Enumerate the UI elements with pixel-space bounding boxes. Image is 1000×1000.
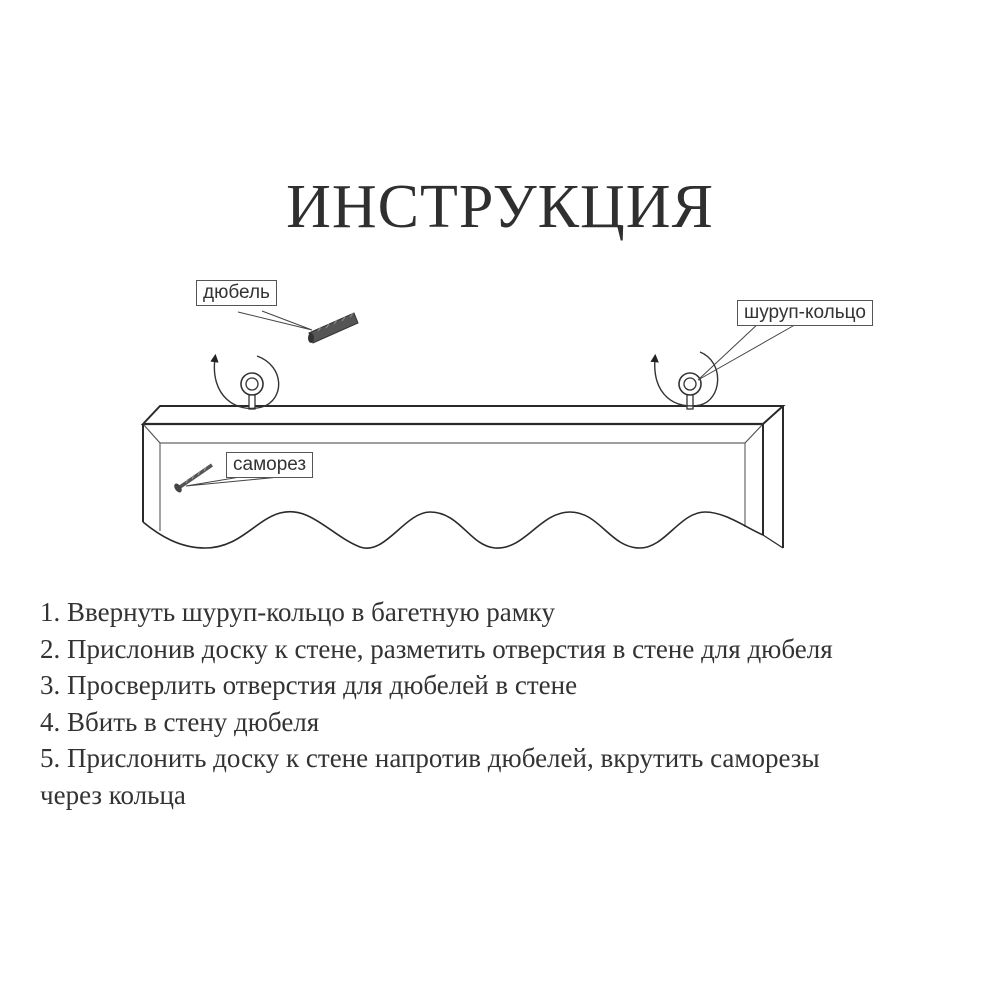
eye-screw-icon [240,372,264,410]
valance-board [140,405,786,549]
instruction-steps: 1. Ввернуть шуруп-кольцо в багетную рамк… [40,594,990,813]
step-5-continued: через кольца [40,779,186,810]
dowel-label: дюбель [196,280,277,306]
step-3: 3. Просверлить отверстия для дюбелей в с… [40,670,578,700]
dowel-icon [308,312,359,344]
step-4: 4. Вбить в стену дюбеля [40,706,320,737]
wood-screw-label: саморез [226,452,314,478]
eye-screw-icon [678,372,702,410]
eye-screw-label: шуруп-кольцо [737,300,873,326]
rotation-arrow-icon [210,353,280,410]
step-2: 2. Прислонив доску к стене, разметить от… [40,633,833,664]
step-5: 5. Прислонить доску к стене напротив дюб… [40,743,820,773]
wood-screw-icon [174,463,213,493]
step-1: 1. Ввернуть шуруп-кольцо в багетную рамк… [40,597,556,627]
page-title: ИНСТРУКЦИЯ [286,173,714,241]
rotation-arrow-icon [650,351,719,407]
